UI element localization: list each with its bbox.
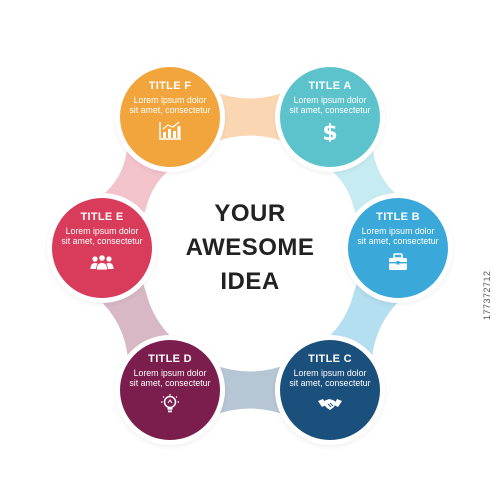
step-a: TITLE A Lorem ipsum dolor sit amet, cons… [280,67,380,167]
stock-id-label: 177372712 [482,270,492,320]
step-d: TITLE D Lorem ipsum dolor sit amet, cons… [120,340,220,440]
center-title-line-1: YOUR [214,200,286,227]
step-f-text: Lorem ipsum dolor sit amet, consectetur [129,95,211,115]
center-title-line-2: AWESOME [185,234,315,261]
step-f-title: TITLE F [148,80,192,92]
step-b-text: Lorem ipsum dolor sit amet, consectetur [357,226,439,246]
connector-f-a [212,91,288,143]
center-hub [138,138,362,362]
connector-c-d [212,364,288,416]
center-title: YOUR AWESOME IDEA [150,197,350,299]
step-b: TITLE B Lorem ipsum dolor sit amet, cons… [348,198,448,298]
step-a-title: TITLE A [308,80,352,92]
step-d-text: Lorem ipsum dolor sit amet, consectetur [129,368,211,388]
step-a-text: Lorem ipsum dolor sit amet, consectetur [289,95,371,115]
step-e-text: Lorem ipsum dolor sit amet, consectetur [61,226,143,246]
lightbulb-icon [157,393,183,415]
step-b-title: TITLE B [376,211,420,223]
bar-chart-icon [157,120,183,142]
briefcase-icon [385,251,411,273]
step-e: TITLE E Lorem ipsum dolor sit amet, cons… [52,198,152,298]
step-c-text: Lorem ipsum dolor sit amet, consectetur [289,368,371,388]
step-c: TITLE C Lorem ipsum dolor sit amet, cons… [280,340,380,440]
step-e-title: TITLE E [80,211,124,223]
center-title-line-3: IDEA [220,268,280,295]
people-icon [89,251,115,273]
step-f: TITLE F Lorem ipsum dolor sit amet, cons… [120,67,220,167]
handshake-icon [317,393,343,415]
dollar-icon: $ [317,120,343,142]
step-c-title: TITLE C [308,353,352,365]
svg-text:$: $ [322,121,337,142]
step-d-title: TITLE D [148,353,192,365]
